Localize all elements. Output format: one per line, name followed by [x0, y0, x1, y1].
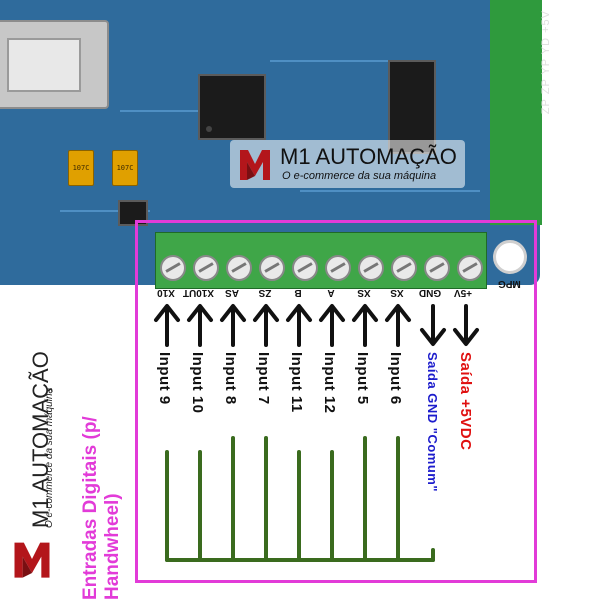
m1-logo-icon [14, 542, 50, 578]
gnd-output-label: Saída GND "Comum" [425, 352, 440, 493]
arrow-up-icon [187, 304, 213, 347]
handwheel-wires [165, 436, 435, 562]
arrow-up-icon [286, 304, 312, 347]
side-terminal-block [490, 0, 542, 225]
digital-inputs-title: Entradas Digitais (p/ Handwheel) [80, 416, 123, 600]
input-label: Input 6 [387, 352, 404, 405]
center-logo-brand: M1 AUTOMAÇÃO [280, 144, 457, 169]
capacitor-label: 107C [116, 164, 134, 172]
arrow-down-icon [453, 304, 479, 346]
arrow-up-icon [154, 304, 180, 347]
m1-logo-icon [240, 150, 270, 180]
mounting-hole [493, 240, 527, 274]
vcc-output-label: Saída +5VDC [457, 352, 474, 451]
left-logo-tagline: O e-commerce da sua máquina [44, 387, 55, 528]
capacitor-label: 107C [72, 164, 90, 172]
arrow-down-icon [420, 304, 446, 346]
input-label: Input 9 [156, 352, 173, 405]
usb-port [0, 20, 109, 109]
input-label: Input 10 [189, 352, 206, 414]
arrow-up-icon [352, 304, 378, 347]
input-label: Input 7 [255, 352, 272, 405]
input-label: Input 5 [354, 352, 371, 405]
annotation-frame [135, 220, 537, 583]
mpg-terminal-block [155, 232, 487, 289]
microcontroller-chip [198, 74, 266, 140]
capacitor: 107C [112, 150, 138, 186]
arrow-up-icon [319, 304, 345, 347]
left-logo: M1 AUTOMAÇÃO O e-commerce da sua máquina [14, 348, 55, 578]
input-label: Input 12 [321, 352, 338, 414]
arrow-up-icon [253, 304, 279, 347]
center-logo-tagline: O e-commerce da sua máquina [282, 170, 437, 182]
arrow-up-icon [385, 304, 411, 347]
capacitor: 107C [68, 150, 94, 186]
arrow-up-icon [220, 304, 246, 347]
center-logo: M1 AUTOMAÇÃO O e-commerce da sua máquina [230, 140, 465, 188]
input-label: Input 11 [288, 352, 305, 413]
input-label: Input 8 [222, 352, 239, 405]
pcb-board: 107C 107C M1 AUTOMAÇÃO O e-commerce da s… [0, 0, 540, 285]
